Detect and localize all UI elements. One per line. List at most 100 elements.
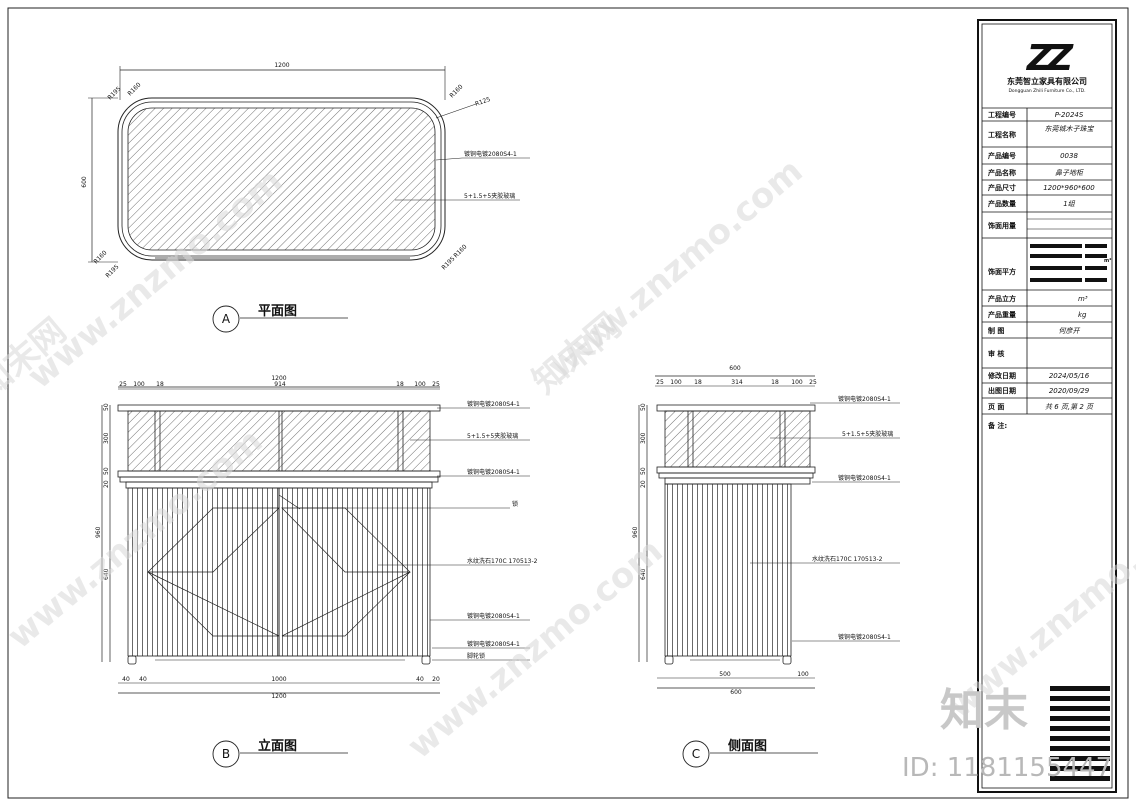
tb-area-unit: m²	[1104, 258, 1111, 264]
tb-value-4: 1200*960*600	[1043, 184, 1095, 192]
tb-label-1: 工程名称	[988, 130, 1016, 139]
tb-page-value: 共 6 页,第 2 页	[1045, 403, 1094, 411]
front-note-5: 水纹洗石170C 170513-2	[467, 557, 538, 565]
tb-value-3: 鼻子地柜	[1055, 169, 1084, 177]
tb-label-6: 饰面用量	[988, 221, 1016, 230]
front-left-v-0: 50	[103, 403, 110, 411]
tb-label-2: 产品编号	[988, 151, 1016, 160]
tb-rev-date-label: 修改日期	[987, 371, 1016, 380]
side-top-seg-4: 18	[771, 379, 779, 386]
plan-view-title: 平面图	[258, 304, 297, 319]
company-name-cn: 东莞智立家具有限公司	[1007, 76, 1087, 86]
front-left-v-1: 300	[103, 432, 110, 444]
front-note-4: 锁	[512, 500, 518, 508]
front-top-seg-0: 25	[119, 381, 127, 388]
plan-radius-5: R160	[92, 249, 108, 265]
watermark-brand-big: 知末	[940, 685, 1028, 736]
side-top-seg-0: 25	[656, 379, 664, 386]
side-bottom-seg-0: 500	[719, 671, 731, 678]
plan-note-steel: 镀铜电镀2080S4-1	[464, 150, 517, 158]
front-bottom-seg-3: 40	[416, 676, 424, 683]
front-view-title: 立面图	[258, 738, 297, 754]
tb-area-label: 饰面平方	[988, 267, 1016, 276]
company-logo: ZZ	[1026, 38, 1074, 79]
front-left-v-3: 20	[103, 480, 110, 488]
company-name-en: Dongguan Zhili Furniture Co., LTD.	[1008, 88, 1085, 94]
plan-note-glass: 5+1.5+5夹胶玻璃	[464, 192, 515, 200]
sheet-border	[7, 7, 1129, 799]
tb-drawer-label: 制 图	[988, 326, 1004, 335]
plan-height-dim: 600	[81, 176, 88, 188]
front-view-letter: B	[222, 747, 230, 761]
tb-value-1: 东莞城木子珠宝	[1045, 125, 1095, 133]
side-view-title: 侧面图	[728, 738, 767, 754]
side-left-v-1: 300	[640, 432, 647, 444]
watermark-id: ID: 1181155447	[902, 753, 1112, 783]
front-bottom-seg-4: 20	[432, 676, 440, 683]
front-bottom-seg-2: 1000	[271, 676, 286, 683]
tb-value-0: P-2024S	[1055, 111, 1084, 119]
plan-radius-2: R160	[126, 81, 142, 97]
tb-drawer-value: 何彦开	[1059, 327, 1081, 335]
front-bottom-total: 1200	[271, 693, 286, 700]
tb-review-label: 审 核	[988, 349, 1004, 358]
watermark-4: www.znzmo.com	[400, 531, 670, 767]
plan-radius-6: R195	[104, 263, 120, 279]
front-note-6: 镀铜电镀2080S4-1	[467, 612, 520, 620]
side-left-v-0: 50	[640, 403, 647, 411]
tb-label-0: 工程编号	[988, 110, 1016, 119]
front-top-seg-5: 100	[414, 381, 426, 388]
side-left-v-4: 960	[632, 526, 639, 538]
side-left-v-3: 20	[640, 480, 647, 488]
front-note-1: 镀铜电镀2080S4-1	[467, 400, 520, 408]
tb-remark-label: 备 注:	[987, 421, 1007, 430]
side-bottom-total: 600	[730, 689, 742, 696]
side-top-seg-5: 100	[791, 379, 803, 386]
side-top-total: 600	[729, 365, 741, 372]
side-top-seg-6: 25	[809, 379, 817, 386]
front-note-8: 脚轮锁	[467, 652, 485, 660]
tb-volume-label: 产品立方	[988, 294, 1016, 303]
front-top-seg-2: 18	[156, 381, 164, 388]
plan-view: 1200 600 R195 R160 R160 R125 R160 R195 R…	[81, 62, 530, 333]
side-elevation: 600 25 100 18 314 18 100 25 50 300 50 20…	[632, 365, 900, 768]
tb-volume-unit: m³	[1078, 295, 1088, 303]
front-bottom-seg-0: 40	[122, 676, 130, 683]
plan-radius-7: R195	[440, 255, 456, 271]
front-elevation: 1200 25 100 18 914 18 100 25 50 300 50 2…	[95, 375, 538, 768]
plan-radius-3: R160	[448, 83, 464, 99]
side-note-1: 镀铜电镀2080S4-1	[838, 395, 891, 403]
side-note-5: 镀铜电镀2080S4-1	[838, 633, 891, 641]
front-top-seg-6: 25	[432, 381, 440, 388]
tb-label-5: 产品数量	[988, 199, 1016, 208]
front-top-seg-3: 914	[274, 381, 286, 388]
side-note-3: 镀铜电镀2080S4-1	[838, 474, 891, 482]
watermark-brand-2: 知末网	[525, 306, 629, 402]
tb-issue-date-label: 出图日期	[988, 386, 1016, 395]
front-bottom-seg-1: 40	[139, 676, 147, 683]
front-note-3: 镀铜电镀2080S4-1	[467, 468, 520, 476]
tb-label-4: 产品尺寸	[988, 183, 1016, 192]
side-left-v-5: 640	[640, 568, 647, 580]
plan-radius-4: R125	[474, 96, 491, 108]
side-note-2: 5+1.5+5夹胶玻璃	[842, 430, 893, 438]
side-top-seg-2: 18	[694, 379, 702, 386]
plan-width-dim: 1200	[274, 62, 289, 69]
side-left-v-2: 50	[640, 467, 647, 475]
front-top-total: 1200	[271, 375, 286, 382]
side-top-seg-3: 314	[731, 379, 743, 386]
front-left-v-4: 960	[95, 526, 102, 538]
tb-weight-unit: kg	[1078, 311, 1087, 319]
area-redacted-bars	[1030, 244, 1107, 282]
side-view-letter: C	[692, 747, 700, 761]
front-left-v-2: 50	[103, 467, 110, 475]
tb-value-2: 0038	[1060, 152, 1078, 160]
tb-page-label: 页 面	[988, 403, 1004, 411]
tb-value-5: 1组	[1063, 200, 1075, 208]
redacted-block-bars	[1050, 686, 1110, 781]
side-top-seg-1: 100	[670, 379, 682, 386]
tb-label-3: 产品名称	[988, 168, 1016, 177]
front-note-2: 5+1.5+5夹胶玻璃	[467, 432, 518, 440]
front-left-v-5: 640	[103, 568, 110, 580]
